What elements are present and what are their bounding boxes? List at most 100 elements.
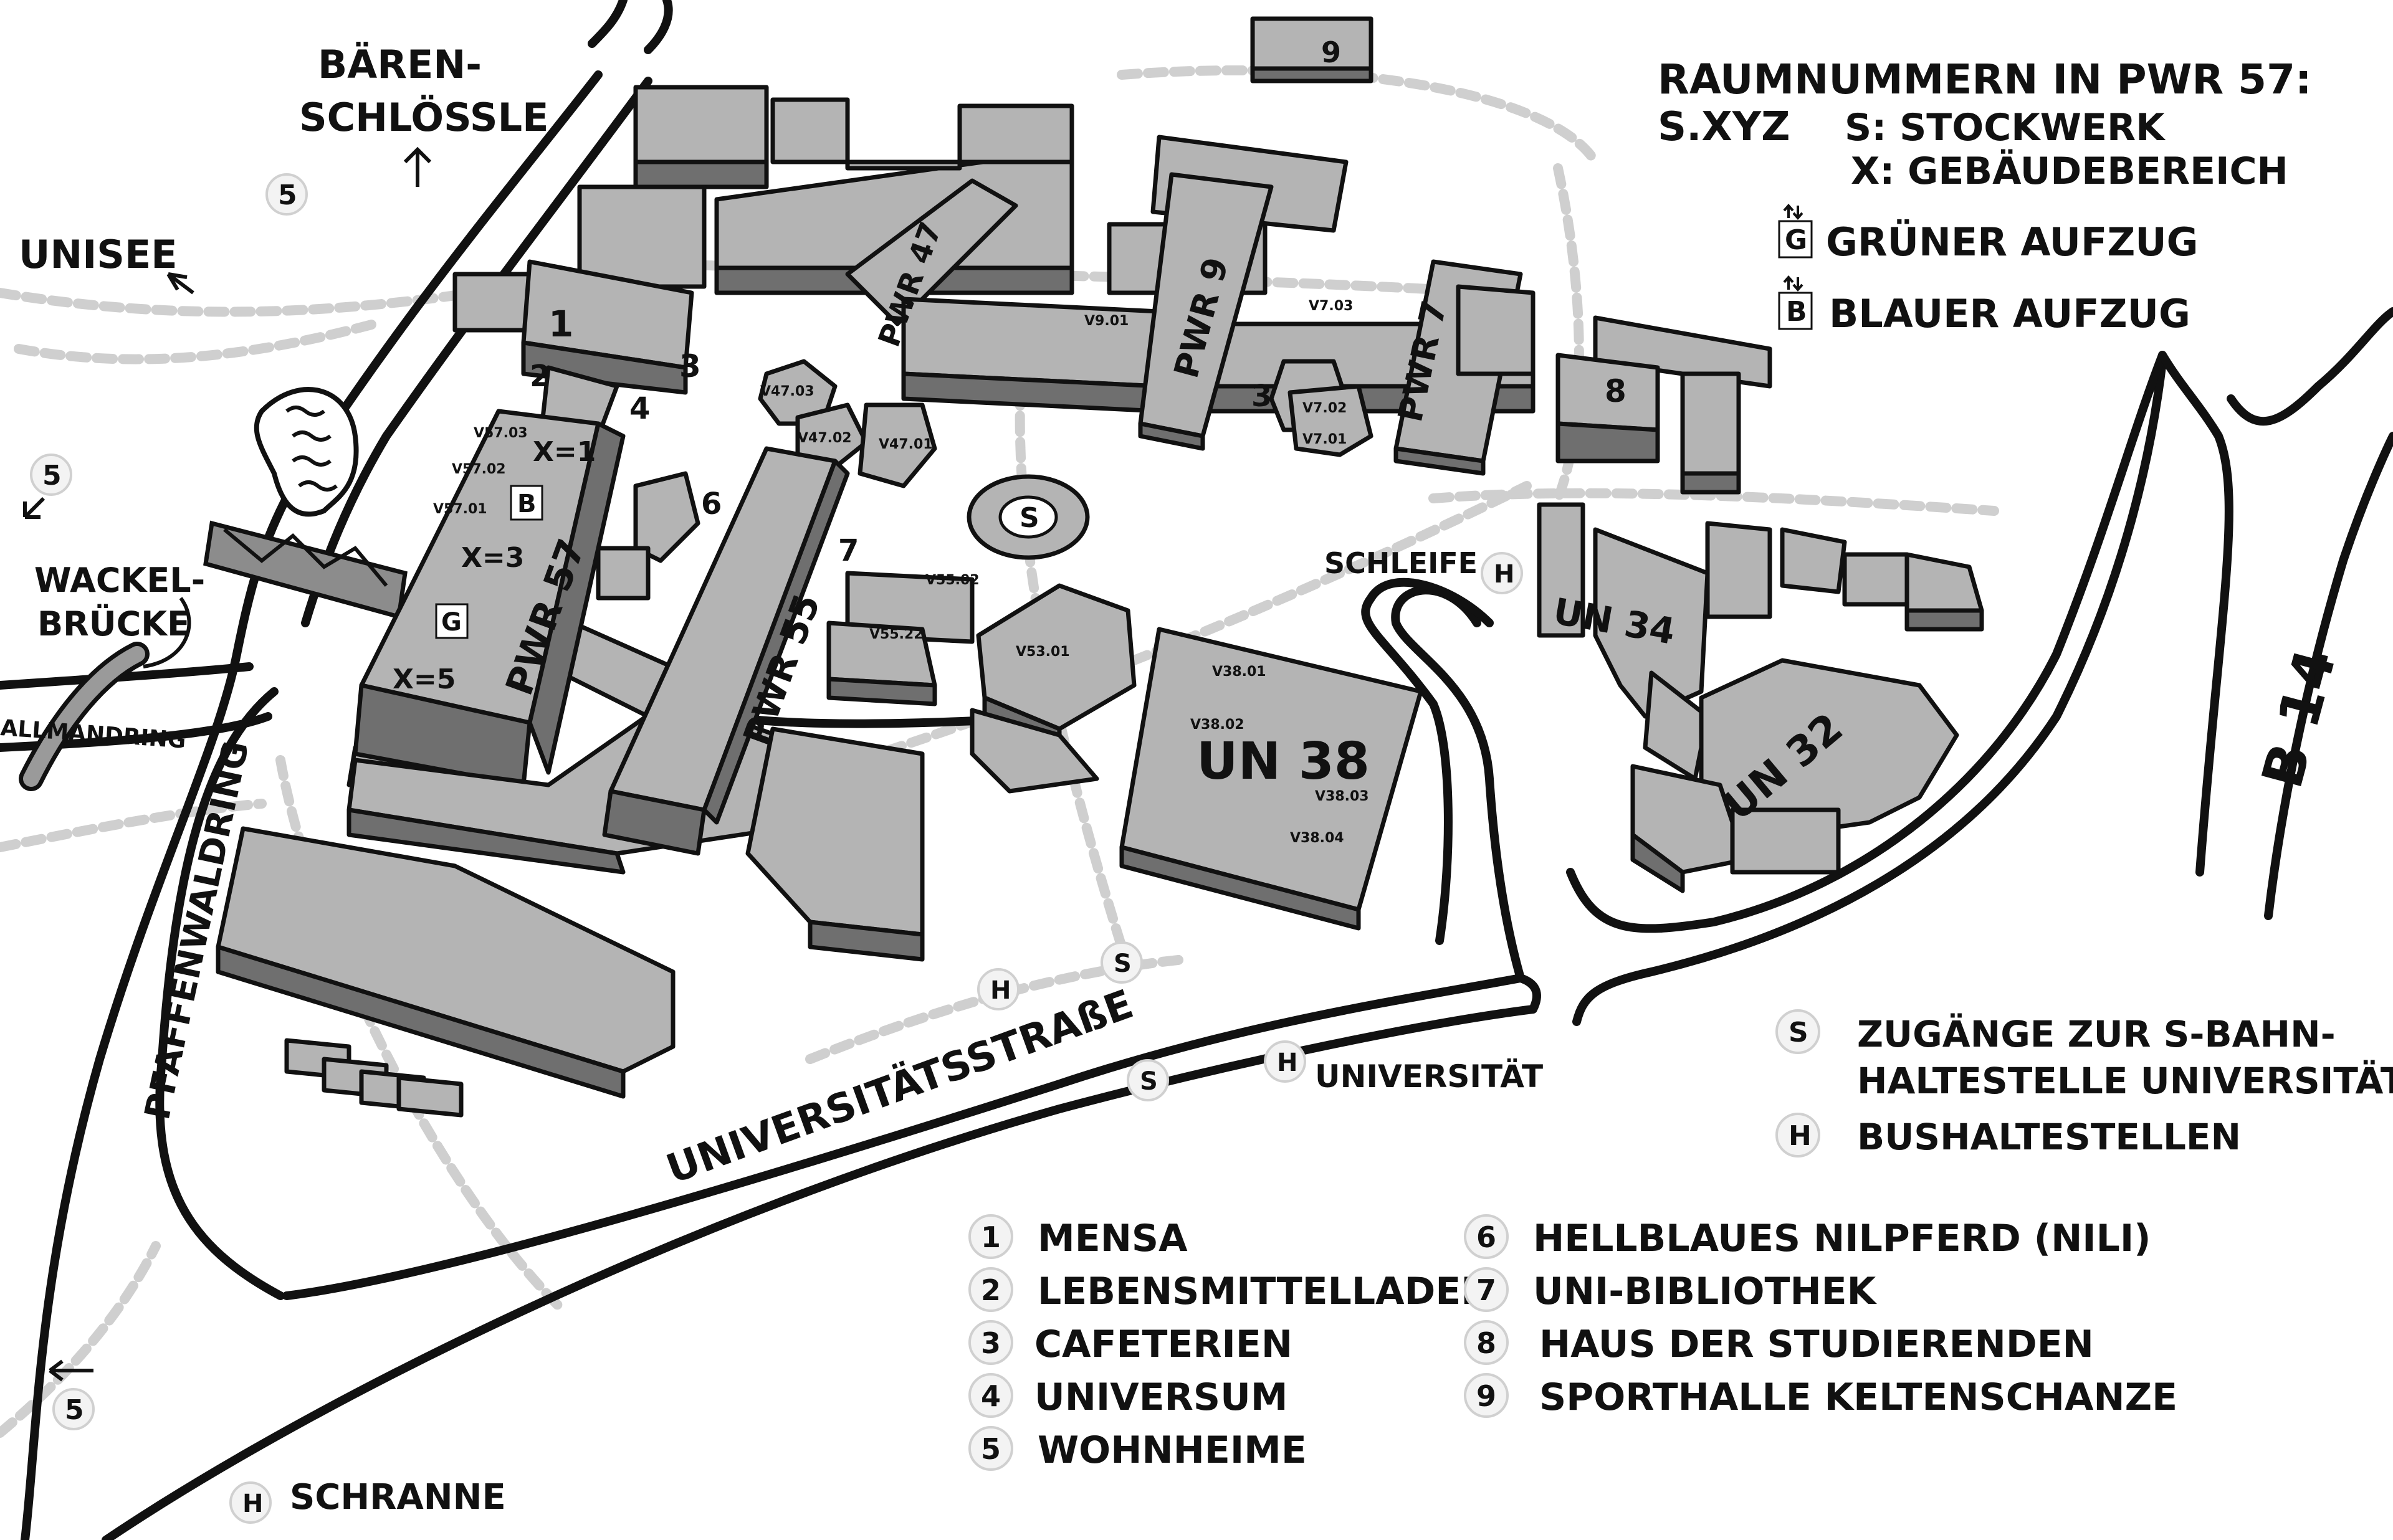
legend-h: BUSHALTESTELLEN bbox=[1857, 1116, 2241, 1158]
legend-label-1: MENSA bbox=[1038, 1217, 1188, 1260]
wackel-bruecke bbox=[19, 642, 150, 791]
buildings bbox=[216, 16, 1984, 1118]
marker-6: 6 bbox=[701, 487, 722, 521]
arrow-5-west bbox=[23, 497, 45, 519]
bus-stop-h-4: H bbox=[242, 1490, 263, 1518]
label-un38: UN 38 bbox=[1196, 732, 1370, 791]
marker-5-south: 5 bbox=[65, 1394, 84, 1426]
room-v5703: V57.03 bbox=[474, 425, 528, 441]
elevator-g-map: G bbox=[441, 608, 462, 637]
sbahn-access-s-2: S bbox=[1140, 1067, 1158, 1096]
legend-label-6: HELLBLAUES NILPFERD (NILI) bbox=[1533, 1217, 2151, 1260]
legend-sh: S ZUGÄNGE ZUR S-BAHN- HALTESTELLE UNIVER… bbox=[1775, 1009, 2393, 1158]
marker-2: 2 bbox=[530, 359, 550, 394]
legend-label-4: UNIVERSUM bbox=[1034, 1376, 1288, 1419]
s-bahn-station-s: S bbox=[1020, 502, 1039, 534]
zone-x3: X=3 bbox=[461, 542, 524, 574]
pedestrian-bridge bbox=[203, 520, 408, 620]
arrow-baeren bbox=[403, 146, 432, 187]
marker-5-north: 5 bbox=[278, 179, 297, 211]
bus-stop-h-1: H bbox=[990, 976, 1011, 1005]
legend-label-3: CAFETERIEN bbox=[1034, 1323, 1292, 1366]
legend-label-5: WOHNHEIME bbox=[1038, 1428, 1307, 1472]
label-unisee: UNISEE bbox=[19, 232, 178, 277]
info-line1: RAUMNUMMERN IN PWR 57: bbox=[1658, 55, 2311, 103]
room-v4703: V47.03 bbox=[760, 384, 814, 399]
room-v4702: V47.02 bbox=[798, 430, 852, 446]
room-v901: V9.01 bbox=[1084, 313, 1129, 329]
label-baeren-1: BÄREN- bbox=[318, 42, 482, 87]
marker-8: 8 bbox=[1605, 373, 1626, 409]
marker-3b: 3 bbox=[1251, 379, 1272, 414]
legend-label-7: UNI-BIBLIOTHEK bbox=[1533, 1270, 1878, 1313]
legend-s-1: ZUGÄNGE ZUR S-BAHN- bbox=[1857, 1012, 2336, 1055]
room-v3802: V38.02 bbox=[1190, 717, 1244, 733]
label-baeren-2: SCHLÖSSLE bbox=[299, 95, 548, 140]
elevator-b-map: B bbox=[517, 490, 537, 518]
legend-numbered: 1 MENSA 2 LEBENSMITTELLADEN 3 CAFETERIEN… bbox=[968, 1214, 2177, 1472]
label-universitaet: UNIVERSITÄT bbox=[1315, 1058, 1543, 1095]
marker-3a: 3 bbox=[679, 348, 701, 384]
elevator-arrows-icon bbox=[1783, 203, 1803, 221]
legend-num-1: 1 bbox=[981, 1220, 1001, 1254]
legend-s-icon: S bbox=[1789, 1017, 1808, 1048]
room-v702: V7.02 bbox=[1302, 401, 1347, 416]
label-wackel-1: WACKEL- bbox=[34, 561, 205, 600]
info-line2a: S.XYZ bbox=[1658, 104, 1790, 150]
marker-1: 1 bbox=[548, 303, 573, 345]
legend-num-8: 8 bbox=[1476, 1326, 1496, 1360]
legend-h-icon: H bbox=[1789, 1120, 1812, 1152]
room-v5522: V55.22 bbox=[869, 627, 924, 642]
s-bahn-station: S bbox=[967, 474, 1090, 560]
elevator-arrows-icon-2 bbox=[1783, 275, 1803, 292]
legend-num-6: 6 bbox=[1476, 1220, 1496, 1254]
legend-num-3: 3 bbox=[981, 1326, 1001, 1360]
room-v3801: V38.01 bbox=[1212, 664, 1266, 680]
room-v5301: V53.01 bbox=[1016, 644, 1070, 660]
legend-label-9: SPORTHALLE KELTENSCHANZE bbox=[1539, 1376, 2177, 1419]
zone-x5: X=5 bbox=[393, 663, 456, 695]
legend-label-2: LEBENSMITTELLADEN bbox=[1038, 1270, 1493, 1313]
info-blue-elevator: BLAUER AUFZUG bbox=[1829, 291, 2190, 336]
info-line3: X: GEBÄUDEBEREICH bbox=[1851, 148, 2288, 193]
water-waves bbox=[285, 406, 338, 492]
legend-num-2: 2 bbox=[981, 1273, 1001, 1307]
arrow-5-south bbox=[49, 1359, 93, 1382]
legend-num-9: 9 bbox=[1476, 1379, 1496, 1413]
arrow-wackel bbox=[143, 597, 191, 668]
unisee-pond bbox=[254, 387, 359, 517]
room-v4701: V47.01 bbox=[879, 437, 933, 452]
label-schleife: SCHLEIFE bbox=[1324, 546, 1478, 580]
room-v5502: V55.02 bbox=[925, 573, 980, 588]
room-v701: V7.01 bbox=[1302, 432, 1347, 447]
sbahn-access-s-1: S bbox=[1114, 949, 1132, 978]
label-b14: B 14 bbox=[2250, 642, 2349, 795]
elevator-b-icon: B bbox=[1786, 296, 1807, 328]
legend-s-2: HALTESTELLE UNIVERSITÄT bbox=[1857, 1059, 2393, 1102]
legend-num-4: 4 bbox=[981, 1379, 1001, 1413]
room-number-info: RAUMNUMMERN IN PWR 57: S.XYZ S: STOCKWER… bbox=[1658, 55, 2311, 336]
zone-x1: X=1 bbox=[533, 436, 596, 468]
label-schranne: SCHRANNE bbox=[290, 1477, 506, 1518]
marker-9: 9 bbox=[1321, 36, 1341, 69]
bus-stop-h-2: H bbox=[1277, 1048, 1297, 1077]
room-v3803: V38.03 bbox=[1315, 789, 1369, 804]
room-v5702: V57.02 bbox=[452, 462, 506, 477]
marker-5-west: 5 bbox=[42, 460, 62, 492]
marker-4: 4 bbox=[629, 391, 650, 426]
room-v703: V7.03 bbox=[1309, 298, 1353, 314]
room-v5701: V57.01 bbox=[433, 501, 487, 517]
map-markers: 1 2 3 3 4 6 7 8 9 5 5 5 B G H S S H H H bbox=[30, 36, 1626, 1524]
bus-stop-h-3: H bbox=[1494, 560, 1514, 589]
label-wackel-2: BRÜCKE bbox=[37, 604, 190, 644]
arrow-unisee bbox=[166, 272, 194, 295]
legend-num-7: 7 bbox=[1476, 1273, 1496, 1307]
room-labels: V47.03 V47.02 V47.01 V9.01 V7.03 V7.02 V… bbox=[433, 298, 1369, 846]
legend-label-8: HAUS DER STUDIERENDEN bbox=[1539, 1323, 2094, 1366]
marker-7: 7 bbox=[838, 533, 859, 568]
info-line2b: S: STOCKWERK bbox=[1845, 106, 2166, 150]
room-v3804: V38.04 bbox=[1290, 830, 1344, 846]
elevator-g-icon: G bbox=[1785, 224, 1807, 256]
